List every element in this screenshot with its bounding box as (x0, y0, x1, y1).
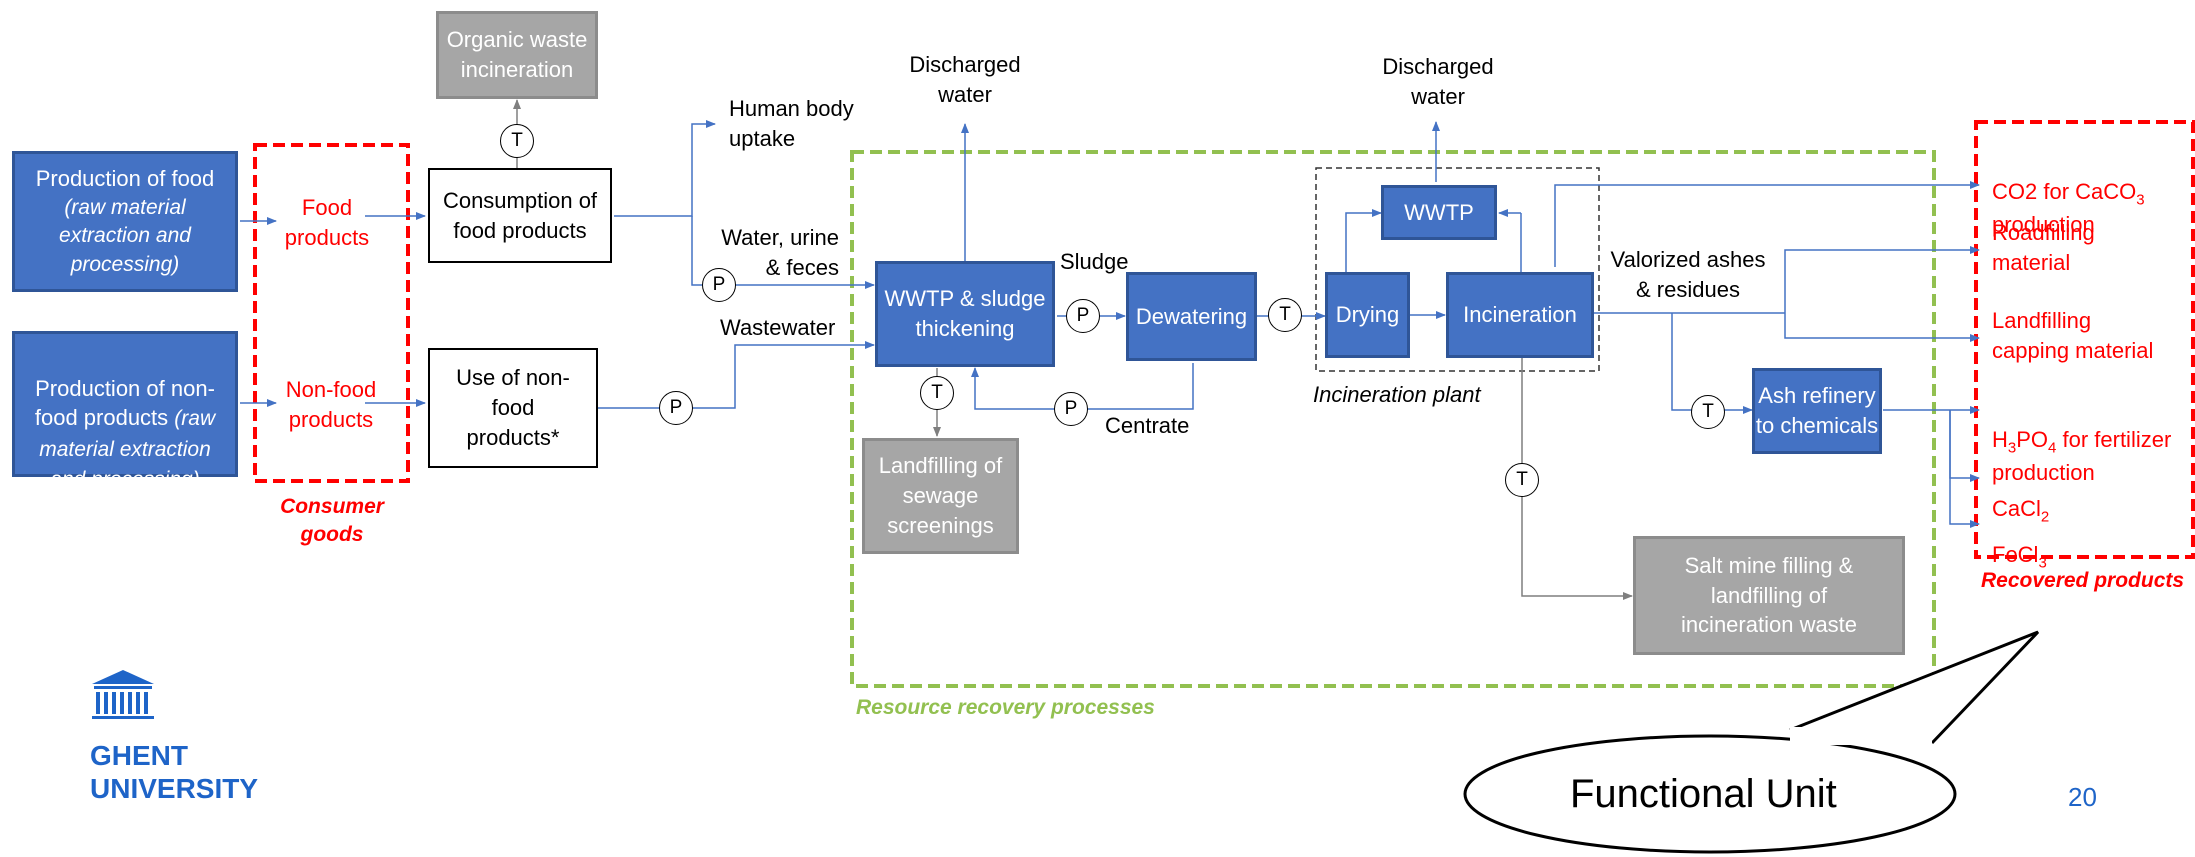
wwtp-small-box: WWTP (1381, 185, 1497, 240)
production-of-nonfood-box: Production of non- food products (raw ma… (12, 331, 238, 491)
production-of-nonfood-subtitle: (raw material extraction and processing) (39, 407, 216, 492)
human-body-uptake-label: Human body uptake (729, 96, 854, 151)
transport-marker-ash-refinery: T (1691, 395, 1725, 429)
incineration-plant-label: Incineration plant (1313, 382, 1481, 407)
consumer-goods-label: Consumer goods (280, 495, 384, 547)
product-co2-line2: production (1992, 212, 2095, 238)
centrate-label: Centrate (1105, 413, 1190, 438)
cacl2-text: CaCl (1992, 495, 2041, 521)
transport-marker-organic: T (500, 124, 534, 158)
food-products-label: Food products (284, 195, 370, 250)
product-landfilling-capping: Landfilling capping material (1992, 308, 2154, 363)
page-number: 20 (2068, 782, 2097, 812)
production-of-food-subtitle: (raw material extraction and processing) (59, 195, 191, 276)
valorized-ashes-label: Valorized ashes & residues (1610, 247, 1766, 302)
water-urine-feces-label: Water, urine & feces (721, 225, 839, 280)
process-marker-sludge: P (1066, 299, 1100, 333)
product-co2-text: CO2 for CaCO (1992, 178, 2137, 204)
cacl2-sub: 2 (2040, 508, 2050, 526)
use-of-nonfood-box: Use of non- food products* (428, 348, 598, 468)
discharged-water-label-2: Discharged water (1382, 54, 1494, 109)
nonfood-products-label: Non-food products (285, 377, 377, 432)
callout-tail (1789, 630, 2040, 745)
functional-unit-label: Functional Unit (1570, 772, 1837, 816)
product-fecl3: FeCl3 (1992, 510, 2047, 573)
transport-marker-screenings: T (920, 376, 954, 410)
fecl3-text: FeCl (1992, 541, 2039, 567)
salt-mine-filling-box: Salt mine filling & landfilling of incin… (1633, 536, 1905, 655)
organic-waste-incineration-box: Organic waste incineration (436, 11, 598, 99)
transport-marker-drying: T (1268, 298, 1302, 332)
product-h3po4: H3PO4 for fertilizer production (1992, 395, 2171, 488)
process-marker-centrate: P (1054, 392, 1088, 426)
h3po4-sub2: 4 (2048, 439, 2057, 457)
resource-recovery-boundary (850, 150, 1936, 688)
production-of-nonfood-title: Production of non- food products (34, 375, 215, 431)
h3po4-line2: production (1992, 460, 2095, 486)
wastewater-label: Wastewater (720, 315, 836, 340)
h3po4-sub1: 3 (2007, 439, 2017, 457)
functional-unit-callout (1463, 734, 1957, 854)
process-marker-wastewater: P (659, 391, 693, 425)
production-of-food-title: Production of food (35, 166, 215, 192)
product-co2: CO2 for CaCO3 production (1992, 147, 2145, 240)
transport-marker-salt-mine: T (1505, 463, 1539, 497)
production-of-food-box: Production of food (raw material extract… (12, 151, 238, 292)
fecl3-sub: 3 (2038, 554, 2047, 572)
incineration-box: Incineration (1446, 272, 1594, 358)
product-co2-subscript: 3 (2136, 191, 2145, 209)
recovered-products-label: Recovered products (1981, 569, 2185, 592)
consumption-of-food-box: Consumption of food products (428, 168, 612, 263)
discharged-water-label-1: Discharged water (909, 52, 1021, 107)
consumer-goods-boundary (253, 143, 410, 483)
ghent-logo-line2: UNIVERSITY (90, 773, 259, 804)
product-roadfilling: Roadfilling material (1992, 220, 2095, 275)
process-marker-water: P (702, 268, 736, 302)
drying-box: Drying (1325, 272, 1410, 358)
incineration-plant-boundary (1315, 167, 1600, 372)
resource-recovery-label: Resource recovery processes (856, 696, 1155, 719)
sludge-label: Sludge (1060, 249, 1129, 274)
ghent-logo-line1: GHENT (90, 740, 188, 771)
product-cacl2: CaCl2 (1992, 464, 2049, 527)
h3po4-a: H (1992, 426, 2008, 452)
ash-refinery-box: Ash refinery to chemicals (1752, 368, 1882, 454)
h3po4-b: PO (2016, 426, 2049, 452)
landfilling-sewage-screenings-box: Landfilling of sewage screenings (862, 438, 1019, 554)
ghent-university-logo (92, 670, 154, 719)
wwtp-sludge-thickening-box: WWTP & sludge thickening (875, 261, 1055, 367)
h3po4-c: for fertilizer (2056, 426, 2172, 452)
dewatering-box: Dewatering (1126, 272, 1257, 361)
